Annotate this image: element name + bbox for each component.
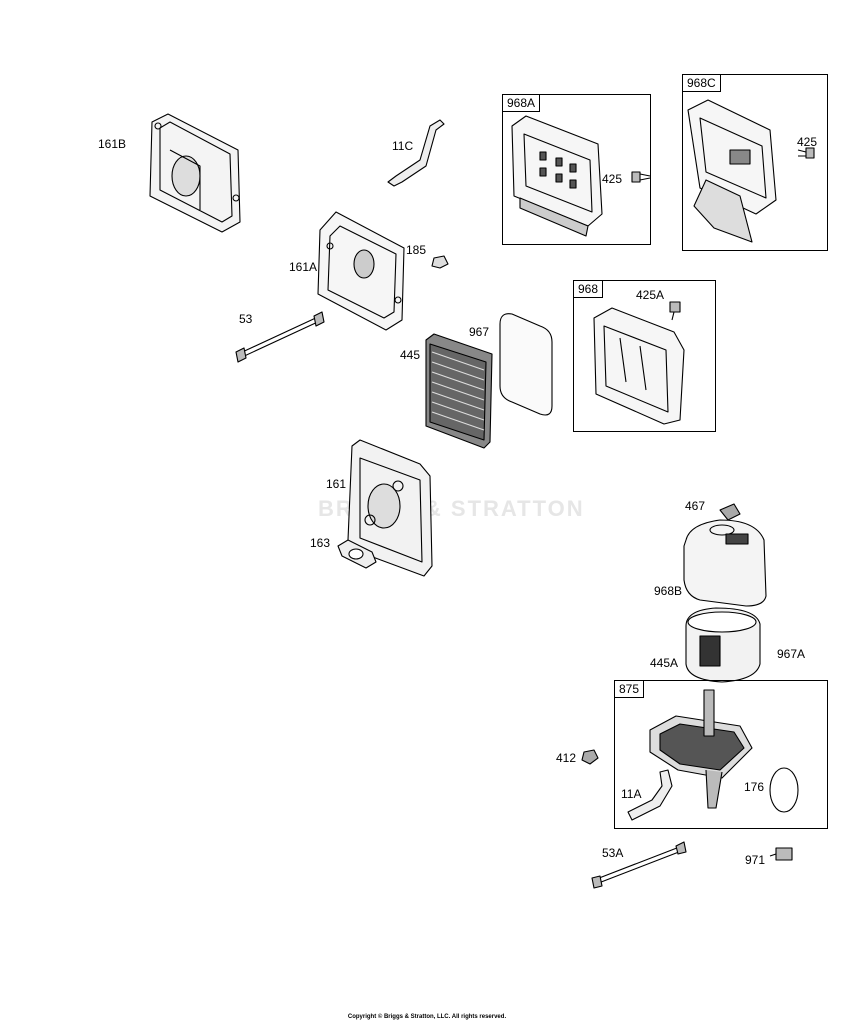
part-11C-hose <box>387 119 445 187</box>
callout-445: 445 <box>400 348 421 362</box>
part-967-prefilter <box>499 313 553 416</box>
callout-185: 185 <box>406 243 427 257</box>
part-967A-element <box>685 607 761 683</box>
part-161A-plate <box>317 211 405 331</box>
part-161B-cover <box>149 113 241 233</box>
box-968C-label: 968C <box>682 74 721 92</box>
part-53A-stud <box>591 841 687 889</box>
box-875: 875 <box>614 680 828 829</box>
box-968A: 968A <box>502 94 651 245</box>
callout-467: 467 <box>685 499 706 513</box>
callout-967A: 967A <box>777 647 806 661</box>
part-11A-hose <box>627 769 673 821</box>
callout-161: 161 <box>326 477 347 491</box>
box-875-label: 875 <box>614 680 645 698</box>
box-968C: 968C <box>682 74 828 251</box>
part-968A-cover <box>511 115 603 237</box>
box-968-label: 968 <box>573 280 604 298</box>
part-425A-screw <box>669 301 681 321</box>
part-176-oring <box>769 767 799 813</box>
callout-53: 53 <box>239 312 253 326</box>
part-971-fitting <box>769 847 793 861</box>
box-968: 968 <box>573 280 716 432</box>
part-53-stud <box>235 311 325 363</box>
callout-425A: 425A <box>636 288 665 302</box>
box-968A-label: 968A <box>502 94 541 112</box>
part-445-filter <box>425 333 493 449</box>
part-968-cover <box>593 307 685 425</box>
part-185-nut <box>431 255 449 269</box>
callout-53A: 53A <box>602 846 624 860</box>
copyright-notice: Copyright © Briggs & Stratton, LLC. All … <box>347 1014 507 1020</box>
part-163-gasket <box>337 539 377 569</box>
callout-971: 971 <box>745 853 766 867</box>
callout-425-a: 425 <box>602 172 623 186</box>
part-412-nut <box>581 749 599 765</box>
callout-445A: 445A <box>650 656 679 670</box>
part-467-nut <box>719 503 741 521</box>
part-875-base <box>649 689 753 809</box>
callout-161B: 161B <box>98 137 127 151</box>
part-425-screw-c <box>797 147 815 159</box>
part-968B-cover <box>683 519 767 607</box>
callout-161A: 161A <box>289 260 318 274</box>
callout-967: 967 <box>469 325 490 339</box>
callout-163: 163 <box>310 536 331 550</box>
part-425-screw-a <box>631 171 651 183</box>
callout-968B: 968B <box>654 584 683 598</box>
callout-425-c: 425 <box>797 135 818 149</box>
callout-176: 176 <box>744 780 765 794</box>
callout-412: 412 <box>556 751 577 765</box>
callout-11A: 11A <box>621 787 642 801</box>
part-968C-cover <box>687 99 777 243</box>
callout-11C: 11C <box>392 139 414 153</box>
